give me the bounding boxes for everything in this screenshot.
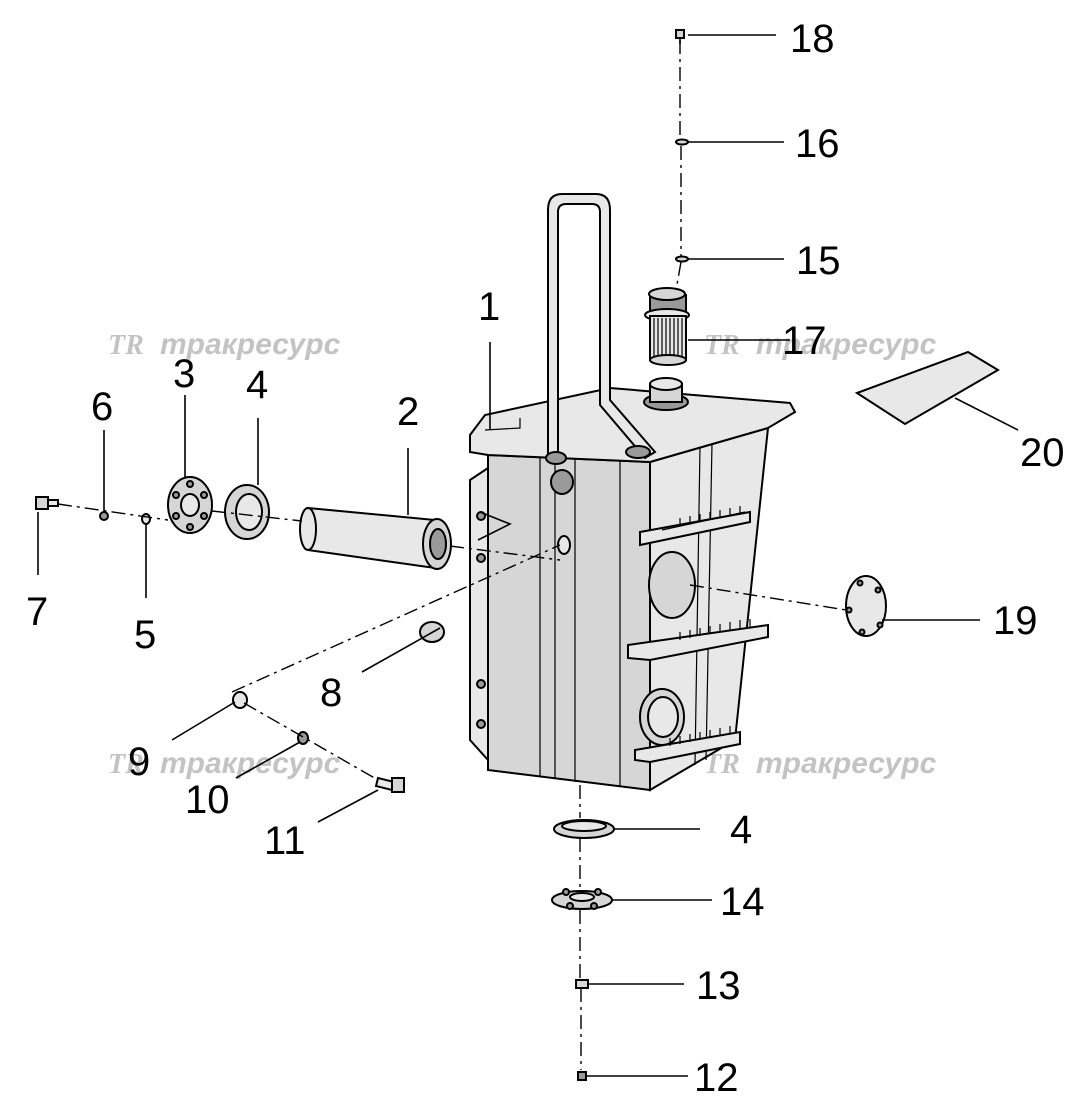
callout-17: 17 <box>782 319 827 363</box>
cover-3 <box>167 476 213 534</box>
callout-15: 15 <box>796 239 841 283</box>
watermark-top-left: TR тракресурс <box>108 328 341 361</box>
washer-16 <box>675 138 689 146</box>
washer-9 <box>232 691 248 709</box>
svg-text:тракресурс: тракресурс <box>160 747 341 780</box>
sleeve-13 <box>575 979 589 989</box>
callout-10: 10 <box>185 778 230 822</box>
bolt-7 <box>35 496 59 510</box>
callout-5: 5 <box>134 613 156 657</box>
cover-19 <box>845 575 887 637</box>
watermark-bottom-right: TR тракресурс <box>704 747 937 780</box>
filter-element <box>644 287 690 366</box>
step-bracket-middle <box>627 619 769 662</box>
filter-2 <box>299 506 452 570</box>
seal-4-bottom <box>553 819 615 839</box>
svg-text:тракресурс: тракресурс <box>756 328 937 361</box>
watermark-bottom-left: TR тракресурс <box>108 747 341 780</box>
step-bracket-top <box>639 506 751 547</box>
callout-7: 7 <box>26 590 48 634</box>
callout-18: 18 <box>790 17 835 61</box>
leader-lines <box>37 34 1019 1077</box>
svg-text:тракресурс: тракресурс <box>756 747 937 780</box>
step-bracket-bottom <box>634 726 741 764</box>
svg-text:TR: TR <box>108 749 144 780</box>
svg-text:TR: TR <box>108 330 144 361</box>
bolt-11 <box>374 776 405 793</box>
callout-4-bottom: 4 <box>730 808 752 852</box>
callout-12: 12 <box>694 1056 739 1100</box>
callout-16: 16 <box>795 122 840 166</box>
svg-text:TR: TR <box>704 330 740 361</box>
callout-1: 1 <box>478 285 500 329</box>
washer-5 <box>141 513 151 525</box>
callout-8: 8 <box>320 671 342 715</box>
assembly-lines <box>57 40 847 1070</box>
seal-4-left <box>224 484 270 540</box>
svg-text:тракресурс: тракресурс <box>160 328 341 361</box>
callout-9: 9 <box>128 740 150 784</box>
callout-2: 2 <box>397 390 419 434</box>
callout-14: 14 <box>720 880 765 924</box>
washer-15 <box>675 255 689 263</box>
washer-6 <box>99 511 109 521</box>
plate-20 <box>854 350 1000 426</box>
callout-13: 13 <box>696 964 741 1008</box>
callout-3: 3 <box>173 352 195 396</box>
callout-19: 19 <box>993 599 1038 643</box>
callout-6: 6 <box>91 385 113 429</box>
callout-20: 20 <box>1020 431 1065 475</box>
watermark-top-right: TR тракресурс <box>704 328 937 361</box>
hydraulic-tank <box>469 193 797 792</box>
callout-11: 11 <box>264 819 306 863</box>
callout-4-left: 4 <box>246 363 268 407</box>
cover-14 <box>551 888 613 910</box>
plug-12 <box>577 1071 587 1081</box>
